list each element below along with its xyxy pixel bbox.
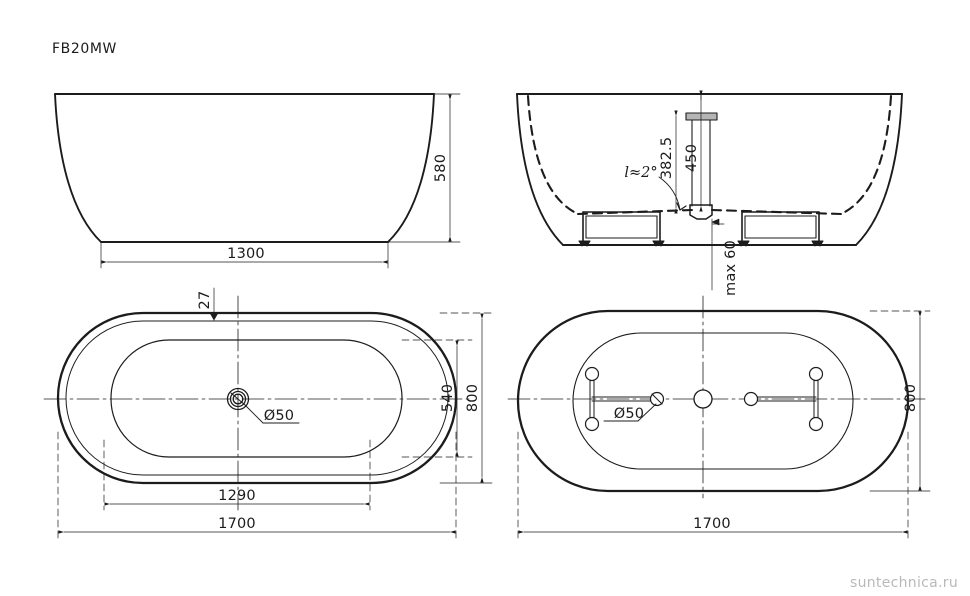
dim-bottom-outer-length: 1700 (693, 516, 731, 532)
dim-plan-inner-length: 1290 (218, 488, 256, 504)
dim-front-base-width: 1300 (227, 246, 265, 262)
dim-plan-outer-width: 800 (465, 384, 481, 412)
dim-section-foot-adjust: max 60 (723, 240, 739, 296)
dim-plan-outer-length: 1700 (218, 516, 256, 532)
dim-bottom-outer-width: 800 (903, 384, 919, 412)
dim-plan-drain-diameter: Ø50 (264, 408, 294, 424)
bottom-plan-view (507, 295, 931, 539)
site-watermark: suntechnica.ru (849, 575, 958, 591)
dim-plan-inner-width: 540 (440, 384, 456, 412)
front-elevation-view (54, 93, 461, 269)
dim-front-height: 580 (433, 154, 449, 182)
dim-plan-rim-thickness: 27 (197, 291, 213, 310)
page-title: FB20MW (52, 41, 117, 57)
dim-section-overflow-height: 382.5 (659, 137, 675, 180)
note-section-slope-angle: l≈2° (624, 165, 657, 181)
side-section-view (516, 90, 903, 291)
dim-section-rim-height: 450 (684, 144, 700, 172)
top-plan-view (43, 287, 493, 539)
dim-bottom-drain-diameter: Ø50 (614, 406, 644, 422)
